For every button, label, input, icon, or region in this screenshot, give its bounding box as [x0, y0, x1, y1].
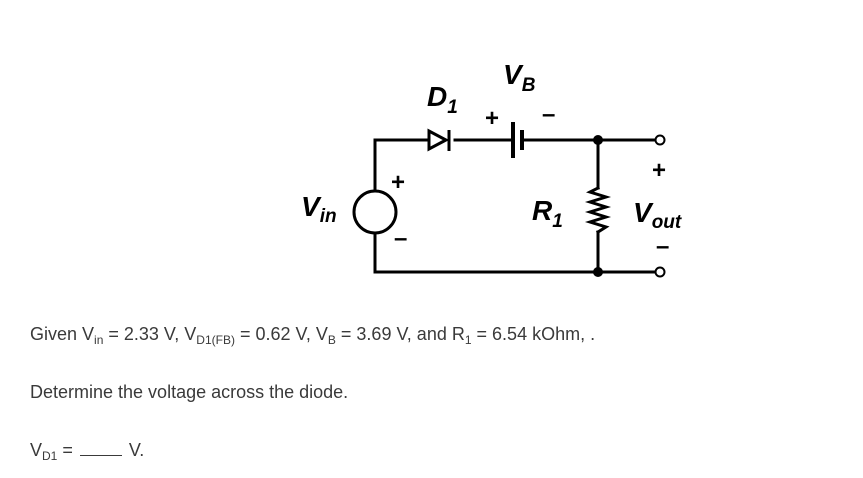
vout-plus-sign: +: [652, 157, 666, 184]
vin-plus-sign: +: [391, 169, 405, 196]
wire-left-top: [373, 138, 430, 192]
vout-minus-sign: –: [656, 233, 669, 260]
resistor-r1: [584, 185, 612, 235]
answer-blank[interactable]: [79, 441, 122, 456]
d1-label: D1: [427, 81, 458, 118]
battery-vb: [511, 122, 524, 158]
vin-minus-sign: –: [394, 225, 407, 252]
node-top: [593, 135, 603, 145]
vin-label: Vin: [301, 191, 337, 227]
source-vin: [352, 189, 398, 235]
diode-d1: [427, 128, 451, 152]
vb-plus-sign: +: [485, 105, 499, 132]
vb-minus-sign: –: [542, 101, 555, 128]
vout-terminal-top: [654, 134, 666, 146]
circuit-diagram: VB D1 + – + – Vin R1 Vout + –: [301, 59, 682, 278]
r1-label: R1: [532, 195, 563, 232]
node-bottom: [593, 267, 603, 277]
wire-bottom: [373, 232, 658, 274]
answer-line: VD1 = V.: [30, 440, 145, 463]
given-values-text: Given Vin = 2.33 V, VD1(FB) = 0.62 V, VB…: [30, 324, 596, 347]
vout-label: Vout: [633, 197, 682, 233]
vout-terminal-bottom: [654, 266, 666, 278]
vb-label: VB: [503, 59, 536, 96]
question-text: Determine the voltage across the diode.: [30, 382, 349, 402]
